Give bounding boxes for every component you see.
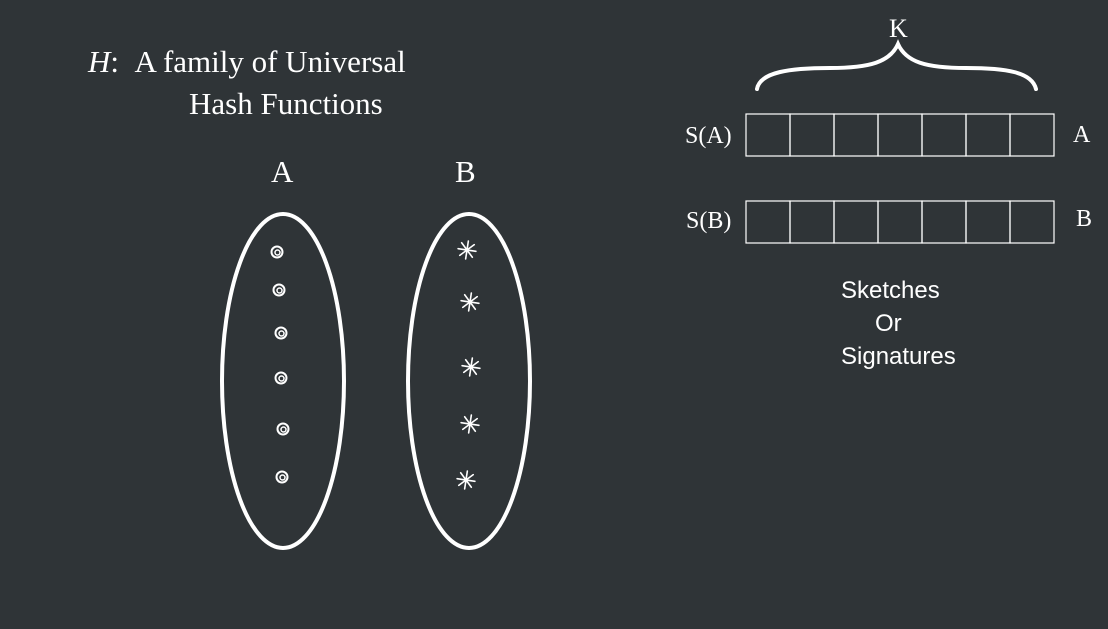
sketch-cell <box>965 200 1011 244</box>
set-b-elements <box>456 240 481 490</box>
sketch-cell <box>789 200 835 244</box>
sketch-cell <box>877 113 923 157</box>
sketch-cell <box>1009 200 1055 244</box>
k-label: K <box>889 14 908 43</box>
set-a-element-circle <box>270 245 284 259</box>
set-a-element-circle <box>275 470 289 484</box>
set-a-label: A <box>271 154 294 189</box>
set-a-ellipse <box>220 212 346 550</box>
sketch-cell <box>833 200 879 244</box>
sketch-b-label: S(B) <box>686 208 732 234</box>
caption-line-3: Signatures <box>841 343 956 370</box>
title-separator: : <box>110 44 120 79</box>
set-b-element-asterisk <box>460 292 480 312</box>
set-a-element-circle <box>272 283 286 297</box>
set-b-element-asterisk <box>461 357 481 377</box>
set-b-label: B <box>455 154 476 189</box>
title-text: A family of Universal <box>134 44 406 79</box>
hash-family-symbol: H <box>88 44 111 79</box>
caption-line-1: Sketches <box>841 277 940 304</box>
sketch-cell <box>745 200 791 244</box>
caption-line-2: Or <box>875 310 902 337</box>
set-b-ellipse <box>406 212 532 550</box>
sketch-cell <box>833 113 879 157</box>
set-a-element-circle <box>274 371 288 385</box>
sketch-cell <box>789 113 835 157</box>
sketch-cell <box>965 113 1011 157</box>
k-brace <box>755 39 1038 91</box>
set-a-element-circle <box>276 422 290 436</box>
sketch-array-b <box>745 200 1055 244</box>
sketch-cell <box>877 200 923 244</box>
set-b-element-asterisk <box>457 240 477 260</box>
set-b-element-asterisk <box>460 414 480 434</box>
sketch-a-right-label: A <box>1073 122 1091 148</box>
set-a-element-circle <box>274 326 288 340</box>
sketch-cell <box>1009 113 1055 157</box>
sketch-b-right-label: B <box>1076 206 1093 232</box>
sketch-a-label: S(A) <box>685 123 732 149</box>
sketch-cell <box>745 113 791 157</box>
title-line-2: Hash Functions <box>189 86 383 121</box>
sketch-cell <box>921 200 967 244</box>
sketch-cell <box>921 113 967 157</box>
sketch-array-a <box>745 113 1055 157</box>
set-b-element-asterisk <box>456 470 476 490</box>
set-a-elements <box>270 245 290 484</box>
title-line-1: H: A family of Universal <box>88 46 406 77</box>
